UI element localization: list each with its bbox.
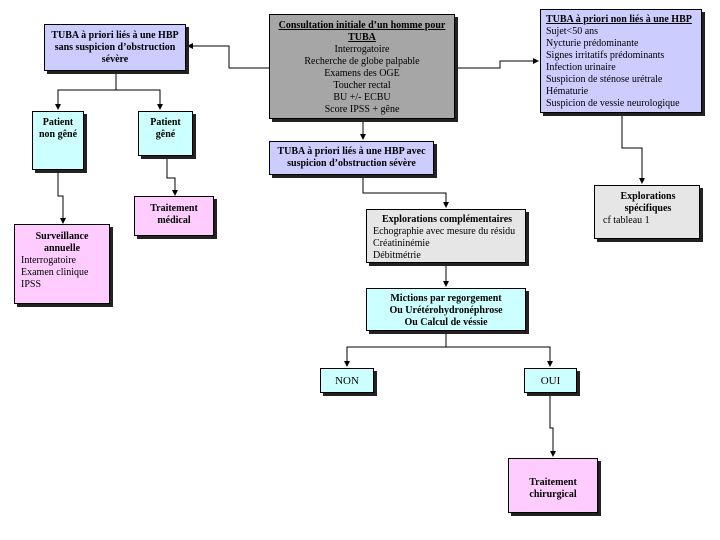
right-branch-item: Infection urinaire [546, 62, 616, 73]
consultation-item: Toucher rectal [333, 80, 391, 91]
traitement-chirurgical-label: Traitement chirurgical [529, 477, 577, 500]
arrow-gene-to-traitement [166, 157, 178, 196]
center-branch-box: TUBA à priori liés à une HBP avec suspic… [269, 141, 434, 175]
consultation-item: Score IPSS + gêne [324, 104, 400, 115]
arrow-oui-to-chirurgical [549, 393, 556, 457]
explorations-complementaires-item: Créatininémie [373, 238, 430, 249]
explorations-complementaires-title: Explorations complémentaires [381, 214, 513, 225]
patient-gene-box: Patient gêné [138, 111, 193, 156]
right-branch-item: Nycturie prédominante [546, 38, 639, 49]
explorations-specifiques-box: Explorations spécifiques cf tableau 1 [594, 185, 700, 239]
right-branch-box: TUBA à priori non liés à une HBP Sujet<5… [540, 9, 702, 113]
non-label: NON [335, 375, 359, 387]
traitement-chirurgical-box: Traitement chirurgical [508, 458, 598, 513]
surveillance-box: Surveillance annuelle Interrogatoire Exa… [14, 224, 110, 304]
center-branch-title: TUBA à priori liés à une HBP avec suspic… [277, 146, 426, 169]
explorations-specifiques-note: cf tableau 1 [603, 215, 650, 226]
left-branch-title: TUBA à priori liés à une HBP sans suspic… [51, 30, 179, 65]
arrow-consultation-to-left [187, 43, 269, 69]
oui-label: OUI [540, 375, 561, 387]
surveillance-item: IPSS [21, 279, 42, 290]
traitement-medical-box: Traitement médical [134, 196, 214, 236]
right-branch-item: Suspicion de sténose urétrale [546, 74, 663, 85]
consultation-item: BU +/- ECBU [333, 92, 391, 103]
right-branch-item: Suspicion de vessie neurologique [546, 98, 680, 109]
mictions-line: Mictions par regorgement [390, 293, 502, 304]
explorations-complementaires-item: Débitmétrie [373, 250, 421, 261]
mictions-box: Mictions par regorgement Ou Urétérohydro… [366, 288, 526, 331]
patient-non-gene-box: Patient non gêné [32, 111, 84, 170]
patient-non-gene-label: Patient non gêné [38, 117, 78, 140]
consultation-item: Interrogatoire [334, 44, 390, 55]
right-branch-title: TUBA à priori non liés à une HBP [546, 14, 692, 25]
arrow-consultation-to-right [455, 58, 539, 69]
traitement-medical-label: Traitement médical [150, 203, 198, 226]
arrow-mictions-to-oui [446, 346, 553, 367]
consultation-item: Examens des OGE [324, 68, 400, 79]
mictions-line: Ou Urétérohydronéphrose [389, 305, 503, 316]
explorations-complementaires-box: Explorations complémentaires Echographie… [366, 209, 526, 263]
surveillance-title: Surveillance annuelle [35, 231, 89, 254]
right-branch-item: Signes irritatifs prédominants [546, 50, 665, 61]
surveillance-item: Examen clinique [21, 267, 89, 278]
mictions-line: Ou Calcul de véssie [404, 317, 488, 328]
arrow-center-to-explorations [362, 175, 449, 208]
arrow-left-to-patients [55, 72, 117, 110]
left-branch-box: TUBA à priori liés à une HBP sans suspic… [44, 24, 186, 71]
consultation-title: Consultation initiale d’un homme pour TU… [278, 20, 446, 43]
consultation-item: Recherche de globe palpable [304, 56, 420, 67]
arrow-right-to-explorations [621, 114, 645, 184]
patient-gene-label: Patient gêné [150, 117, 181, 140]
surveillance-item: Interrogatoire [21, 255, 76, 266]
explorations-specifiques-title: Explorations spécifiques [620, 191, 676, 214]
explorations-complementaires-item: Echographie avec mesure du résidu [373, 226, 516, 237]
consultation-box: Consultation initiale d’un homme pour TU… [269, 14, 455, 119]
arrow-mictions-to-non [344, 331, 447, 367]
non-box: NON [320, 368, 374, 393]
arrow-non-gene-to-surveillance [57, 171, 66, 224]
oui-box: OUI [524, 368, 577, 393]
right-branch-item: Sujet<50 ans [546, 26, 599, 37]
right-branch-item: Hématurie [546, 86, 589, 97]
